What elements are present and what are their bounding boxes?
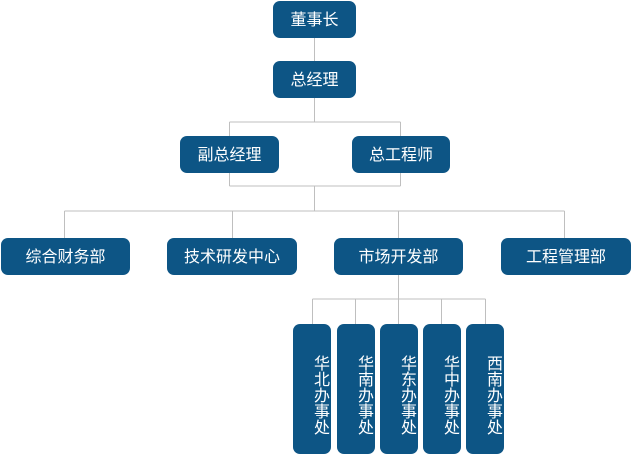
office-label: 华北办事处 [311,355,330,435]
general-manager-label: 总经理 [290,69,339,89]
department-label: 综合财务部 [25,246,106,266]
office-node-central: 华中办事处 [423,324,461,454]
general-manager-node: 总经理 [273,61,356,98]
office-label: 华中办事处 [441,355,460,435]
office-node-southwest: 西南办事处 [466,324,504,454]
department-node-engineering: 工程管理部 [501,238,631,275]
deputy-gm-node: 副总经理 [180,136,279,173]
office-node-south: 华南办事处 [337,324,375,454]
chief-engineer-node: 总工程师 [352,136,450,173]
department-node-marketing: 市场开发部 [334,238,463,275]
deputy-gm-label: 副总经理 [197,144,262,164]
department-node-rnd: 技术研发中心 [167,238,297,275]
chairman-node: 董事长 [273,1,356,38]
office-label: 华南办事处 [355,355,374,435]
office-node-east: 华东办事处 [380,324,418,454]
department-label: 工程管理部 [525,246,606,266]
chairman-label: 董事长 [290,9,339,29]
department-label: 技术研发中心 [183,246,280,266]
department-label: 市场开发部 [358,246,439,266]
office-node-north: 华北办事处 [293,324,331,454]
department-node-finance: 综合财务部 [1,238,130,275]
office-label: 华东办事处 [398,355,417,435]
chief-engineer-label: 总工程师 [368,144,433,164]
office-label: 西南办事处 [484,355,503,435]
